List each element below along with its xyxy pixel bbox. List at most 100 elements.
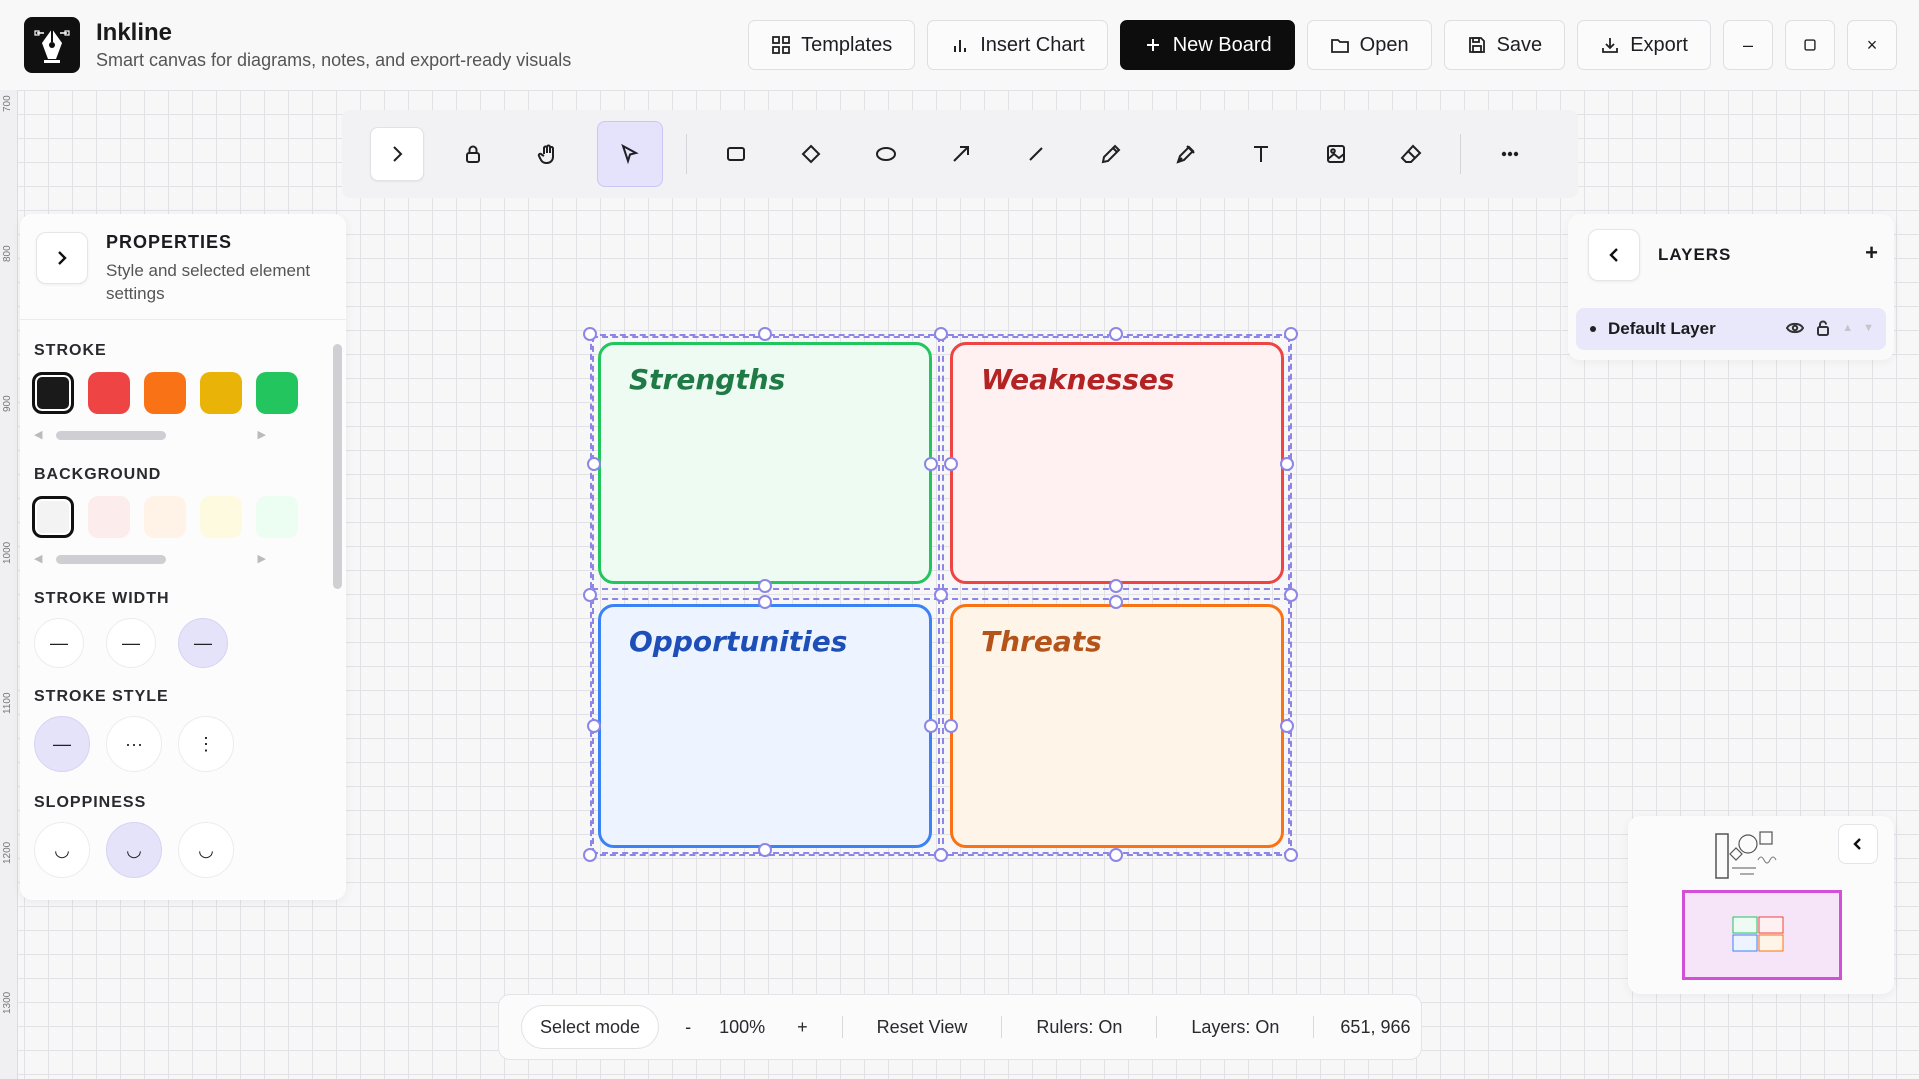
swot-board[interactable]: Strengths Weaknesses Opportunities Threa… — [583, 327, 1298, 862]
sloppiness-artist[interactable]: ◡ — [106, 822, 162, 878]
background-swatch-red[interactable] — [88, 496, 130, 538]
new-board-button[interactable]: New Board — [1119, 20, 1295, 70]
background-swatch-scrollbar[interactable]: ◀ ▶ — [34, 552, 294, 566]
swot-quadrant-weaknesses[interactable]: Weaknesses — [950, 342, 1284, 584]
minimap-toggle-button[interactable] — [1838, 824, 1878, 864]
scrollbar-thumb[interactable] — [56, 555, 166, 564]
open-button[interactable]: Open — [1306, 20, 1432, 70]
unlock-icon[interactable] — [1814, 319, 1832, 337]
mode-indicator[interactable]: Select mode — [521, 1005, 660, 1049]
move-layer-down-icon[interactable]: ▼ — [1863, 322, 1874, 334]
resize-handle[interactable] — [1280, 719, 1294, 733]
resize-handle[interactable] — [1109, 595, 1123, 609]
pencil-tool[interactable] — [1085, 128, 1137, 180]
resize-handle[interactable] — [934, 327, 948, 341]
eye-icon[interactable] — [1786, 319, 1805, 337]
resize-handle[interactable] — [1109, 579, 1123, 593]
resize-handle[interactable] — [1284, 327, 1298, 341]
toolbar-expand-button[interactable] — [370, 127, 424, 181]
background-swatch-yellow[interactable] — [200, 496, 242, 538]
export-button[interactable]: Export — [1577, 20, 1711, 70]
stroke-swatch-green[interactable] — [256, 372, 298, 414]
line-tool[interactable] — [1010, 128, 1062, 180]
resize-handle[interactable] — [587, 457, 601, 471]
scroll-right-arrow-icon[interactable]: ▶ — [257, 429, 266, 441]
stroke-swatch-red[interactable] — [88, 372, 130, 414]
resize-handle[interactable] — [1284, 848, 1298, 862]
resize-handle[interactable] — [934, 588, 948, 602]
minimap[interactable] — [1628, 816, 1894, 994]
templates-button[interactable]: Templates — [748, 20, 916, 70]
resize-handle[interactable] — [1109, 327, 1123, 341]
layers-toggle-button[interactable] — [1588, 229, 1640, 281]
line-icon — [1029, 147, 1043, 161]
sloppiness-cartoonist[interactable]: ◡ — [178, 822, 234, 878]
rectangle-tool[interactable] — [710, 128, 762, 180]
stroke-width-thick[interactable]: — — [178, 618, 228, 668]
layer-item[interactable]: Default Layer ▲ ▼ — [1576, 308, 1886, 350]
ellipse-tool[interactable] — [860, 128, 912, 180]
select-tool[interactable] — [597, 121, 663, 187]
resize-handle[interactable] — [583, 848, 597, 862]
close-button[interactable]: × — [1847, 20, 1897, 70]
scroll-left-arrow-icon[interactable]: ◀ — [34, 429, 43, 441]
zoom-out-button[interactable]: - — [685, 1016, 692, 1037]
text-tool[interactable] — [1235, 128, 1287, 180]
background-swatch-transparent[interactable] — [32, 496, 74, 538]
resize-handle[interactable] — [1280, 457, 1294, 471]
resize-handle[interactable] — [758, 843, 772, 857]
resize-handle[interactable] — [758, 579, 772, 593]
swot-quadrant-strengths[interactable]: Strengths — [598, 342, 932, 584]
resize-handle[interactable] — [934, 848, 948, 862]
stroke-style-dotted[interactable]: ··· — [106, 716, 162, 772]
layers-toggle[interactable]: Layers: On — [1191, 1016, 1280, 1037]
resize-handle[interactable] — [1109, 848, 1123, 862]
resize-handle[interactable] — [758, 327, 772, 341]
more-tools-button[interactable] — [1484, 128, 1536, 180]
image-tool[interactable] — [1310, 128, 1362, 180]
resize-handle[interactable] — [944, 719, 958, 733]
insert-chart-button[interactable]: Insert Chart — [927, 20, 1108, 70]
arrow-tool[interactable] — [935, 128, 987, 180]
resize-handle[interactable] — [944, 457, 958, 471]
maximize-button[interactable] — [1785, 20, 1835, 70]
rulers-toggle[interactable]: Rulers: On — [1036, 1016, 1123, 1037]
swot-quadrant-opportunities[interactable]: Opportunities — [598, 604, 932, 848]
resize-handle[interactable] — [924, 719, 938, 733]
stroke-swatch-scrollbar[interactable]: ◀ ▶ — [34, 428, 294, 442]
resize-handle[interactable] — [758, 595, 772, 609]
stroke-style-dashed[interactable]: ⋮ — [178, 716, 234, 772]
diamond-tool[interactable] — [785, 128, 837, 180]
lock-tool[interactable] — [447, 128, 499, 180]
reset-view-button[interactable]: Reset View — [876, 1016, 968, 1037]
scroll-left-arrow-icon[interactable]: ◀ — [34, 553, 43, 565]
scrollbar-thumb[interactable] — [333, 344, 342, 589]
scroll-right-arrow-icon[interactable]: ▶ — [257, 553, 266, 565]
hand-tool[interactable] — [522, 128, 574, 180]
eraser-tool[interactable] — [1385, 128, 1437, 180]
background-swatch-orange[interactable] — [144, 496, 186, 538]
scrollbar-thumb[interactable] — [56, 431, 166, 440]
resize-handle[interactable] — [587, 719, 601, 733]
resize-handle[interactable] — [924, 457, 938, 471]
resize-handle[interactable] — [1284, 588, 1298, 602]
sloppiness-architect[interactable]: ◡ — [34, 822, 90, 878]
resize-handle[interactable] — [583, 588, 597, 602]
stroke-width-thin[interactable]: — — [34, 618, 84, 668]
properties-scrollbar[interactable] — [330, 322, 344, 892]
background-swatch-green[interactable] — [256, 496, 298, 538]
minimap-viewport[interactable] — [1682, 890, 1842, 980]
stroke-swatch-black[interactable] — [32, 372, 74, 414]
resize-handle[interactable] — [583, 327, 597, 341]
stroke-swatch-yellow[interactable] — [200, 372, 242, 414]
save-button[interactable]: Save — [1443, 20, 1566, 70]
stroke-swatch-orange[interactable] — [144, 372, 186, 414]
pen-tool[interactable] — [1160, 128, 1212, 180]
add-layer-button[interactable]: + — [1865, 240, 1878, 265]
zoom-in-button[interactable]: + — [797, 1016, 808, 1037]
properties-toggle-button[interactable] — [36, 232, 88, 284]
stroke-style-solid[interactable]: — — [34, 716, 90, 772]
move-layer-up-icon[interactable]: ▲ — [1842, 322, 1854, 334]
stroke-width-medium[interactable]: — — [106, 618, 156, 668]
minimize-button[interactable]: – — [1723, 20, 1773, 70]
